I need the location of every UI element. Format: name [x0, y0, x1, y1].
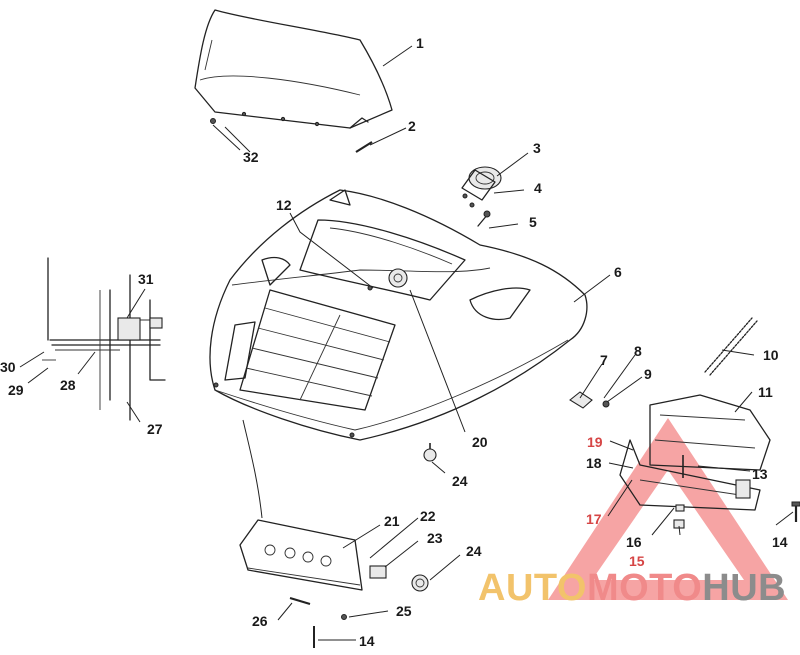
callout-label-c6: 6: [614, 264, 622, 280]
callout-leaders: [19, 45, 794, 641]
callout-label-c30: 30: [0, 359, 16, 375]
watermark-part-moto: MOTO: [587, 567, 702, 609]
callout-label-c2: 2: [408, 118, 416, 134]
gauge-assembly: [461, 166, 502, 227]
callout-label-c25: 25: [396, 603, 412, 619]
callout-label-c14b: 14: [359, 633, 375, 649]
callout-label-c16: 16: [626, 534, 642, 550]
callout-label-c11: 11: [758, 384, 773, 400]
bolt: [791, 501, 800, 522]
svg-text:AUTOMOTOHUB: AUTOMOTOHUB: [478, 567, 786, 609]
callout-label-c5: 5: [529, 214, 537, 230]
lower-bezel: [239, 419, 429, 648]
callout-label-c27: 27: [147, 421, 163, 437]
watermark-part-hub: HUB: [702, 567, 786, 609]
callout-label-c24b: 24: [466, 543, 482, 559]
callout-label-c26: 26: [252, 613, 268, 629]
callout-label-c13: 13: [752, 466, 768, 482]
callout-label-c7: 7: [600, 352, 608, 368]
callout-label-c3: 3: [533, 140, 541, 156]
wiring-harness: [42, 257, 166, 421]
callout-label-c9: 9: [644, 366, 652, 382]
callout-label-c10: 10: [763, 347, 779, 363]
callout-label-c12: 12: [276, 197, 292, 213]
callout-label-c8: 8: [634, 343, 642, 359]
callout-label-c20: 20: [472, 434, 488, 450]
screw: [355, 141, 373, 153]
callout-label-c24a: 24: [452, 473, 468, 489]
callout-label-c31: 31: [138, 271, 154, 287]
callout-label-c17: 17: [586, 511, 602, 527]
callout-label-c22: 22: [420, 508, 436, 524]
nut: [673, 504, 685, 529]
callout-label-c28: 28: [60, 377, 76, 393]
cable-strap: [704, 317, 758, 376]
callout-label-c15: 15: [629, 553, 645, 569]
watermark-text: AUTOMOTOHUB: [478, 567, 786, 609]
callout-label-c23: 23: [427, 530, 443, 546]
callout-label-c18: 18: [586, 455, 602, 471]
clip-parts: [569, 391, 610, 409]
callout-label-c32: 32: [243, 149, 259, 165]
watermark-logo: [548, 418, 788, 600]
callout-label-c1: 1: [416, 35, 424, 51]
callout-label-c14a: 14: [772, 534, 788, 550]
windshield: [194, 9, 393, 129]
callout-label-c4: 4: [534, 180, 542, 196]
hood: [209, 189, 588, 441]
headlight-assembly: [619, 394, 771, 511]
callout-label-c19: 19: [587, 434, 603, 450]
callout-label-c29: 29: [8, 382, 24, 398]
watermark-part-auto: AUTO: [478, 567, 587, 609]
grommet: [423, 443, 437, 462]
callout-label-c21: 21: [384, 513, 400, 529]
